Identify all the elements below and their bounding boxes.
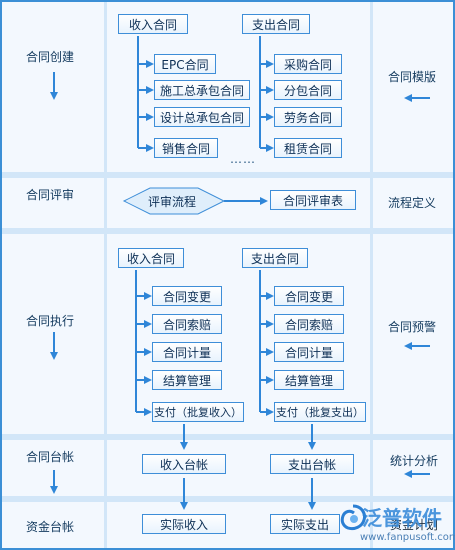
column-divider-right bbox=[370, 2, 373, 548]
band-ledger bbox=[2, 440, 453, 496]
create-expense-item[interactable]: 分包合同 bbox=[274, 80, 342, 100]
create-expense-header[interactable]: 支出合同 bbox=[242, 14, 310, 34]
band-execute bbox=[2, 234, 453, 434]
row-right-funds-plan: 资金计划 bbox=[390, 518, 439, 532]
execute-expense-header[interactable]: 支出合同 bbox=[242, 248, 308, 268]
execute-income-header[interactable]: 收入合同 bbox=[118, 248, 184, 268]
create-expense-item[interactable]: 劳务合同 bbox=[274, 107, 342, 127]
more-ellipsis: …… bbox=[230, 152, 256, 166]
separator bbox=[2, 496, 453, 502]
ledger-income[interactable]: 收入台帐 bbox=[142, 454, 226, 474]
create-income-item[interactable]: 销售合同 bbox=[154, 138, 218, 158]
separator bbox=[2, 434, 453, 440]
row-label-funds: 资金台帐 bbox=[26, 520, 75, 534]
row-right-statistics: 统计分析 bbox=[390, 454, 439, 468]
row-right-process-definition: 流程定义 bbox=[388, 196, 437, 210]
review-process-diamond bbox=[122, 187, 226, 215]
row-label-execute: 合同执行 bbox=[26, 314, 75, 328]
execute-expense-item[interactable]: 合同计量 bbox=[274, 342, 344, 362]
row-label-ledger: 合同台帐 bbox=[26, 450, 75, 464]
execute-expense-item[interactable]: 结算管理 bbox=[274, 370, 344, 390]
brand-logo-icon bbox=[340, 504, 366, 531]
create-income-header[interactable]: 收入合同 bbox=[118, 14, 188, 34]
create-income-item[interactable]: EPC合同 bbox=[154, 54, 216, 74]
execute-income-item[interactable]: 合同计量 bbox=[152, 342, 222, 362]
funds-expense[interactable]: 实际支出 bbox=[270, 514, 340, 534]
execute-expense-item[interactable]: 合同变更 bbox=[274, 286, 344, 306]
execute-income-item[interactable]: 合同变更 bbox=[152, 286, 222, 306]
create-income-item[interactable]: 施工总承包合同 bbox=[154, 80, 250, 100]
row-label-review: 合同评审 bbox=[26, 188, 75, 202]
execute-income-item[interactable]: 支付（批复收入） bbox=[152, 402, 244, 422]
create-expense-item[interactable]: 采购合同 bbox=[274, 54, 342, 74]
watermark-brand: 泛普软件 bbox=[362, 506, 442, 530]
band-funds bbox=[2, 502, 453, 548]
funds-income[interactable]: 实际收入 bbox=[142, 514, 226, 534]
watermark-url: www.fanpusoft.com bbox=[360, 532, 455, 543]
create-income-item[interactable]: 设计总承包合同 bbox=[154, 107, 250, 127]
execute-income-item[interactable]: 合同索赔 bbox=[152, 314, 222, 334]
row-right-template: 合同模版 bbox=[388, 70, 437, 84]
review-form[interactable]: 合同评审表 bbox=[270, 190, 356, 210]
separator bbox=[2, 172, 453, 178]
review-process[interactable]: 评审流程 bbox=[148, 195, 197, 209]
row-label-create: 合同创建 bbox=[26, 50, 75, 64]
band-review bbox=[2, 178, 453, 228]
execute-expense-item[interactable]: 合同索赔 bbox=[274, 314, 344, 334]
separator bbox=[2, 228, 453, 234]
row-right-warning: 合同预警 bbox=[388, 320, 437, 334]
ledger-expense[interactable]: 支出台帐 bbox=[270, 454, 354, 474]
execute-income-item[interactable]: 结算管理 bbox=[152, 370, 222, 390]
execute-expense-item[interactable]: 支付（批复支出） bbox=[274, 402, 366, 422]
column-divider-left bbox=[104, 2, 107, 548]
create-expense-item[interactable]: 租赁合同 bbox=[274, 138, 342, 158]
